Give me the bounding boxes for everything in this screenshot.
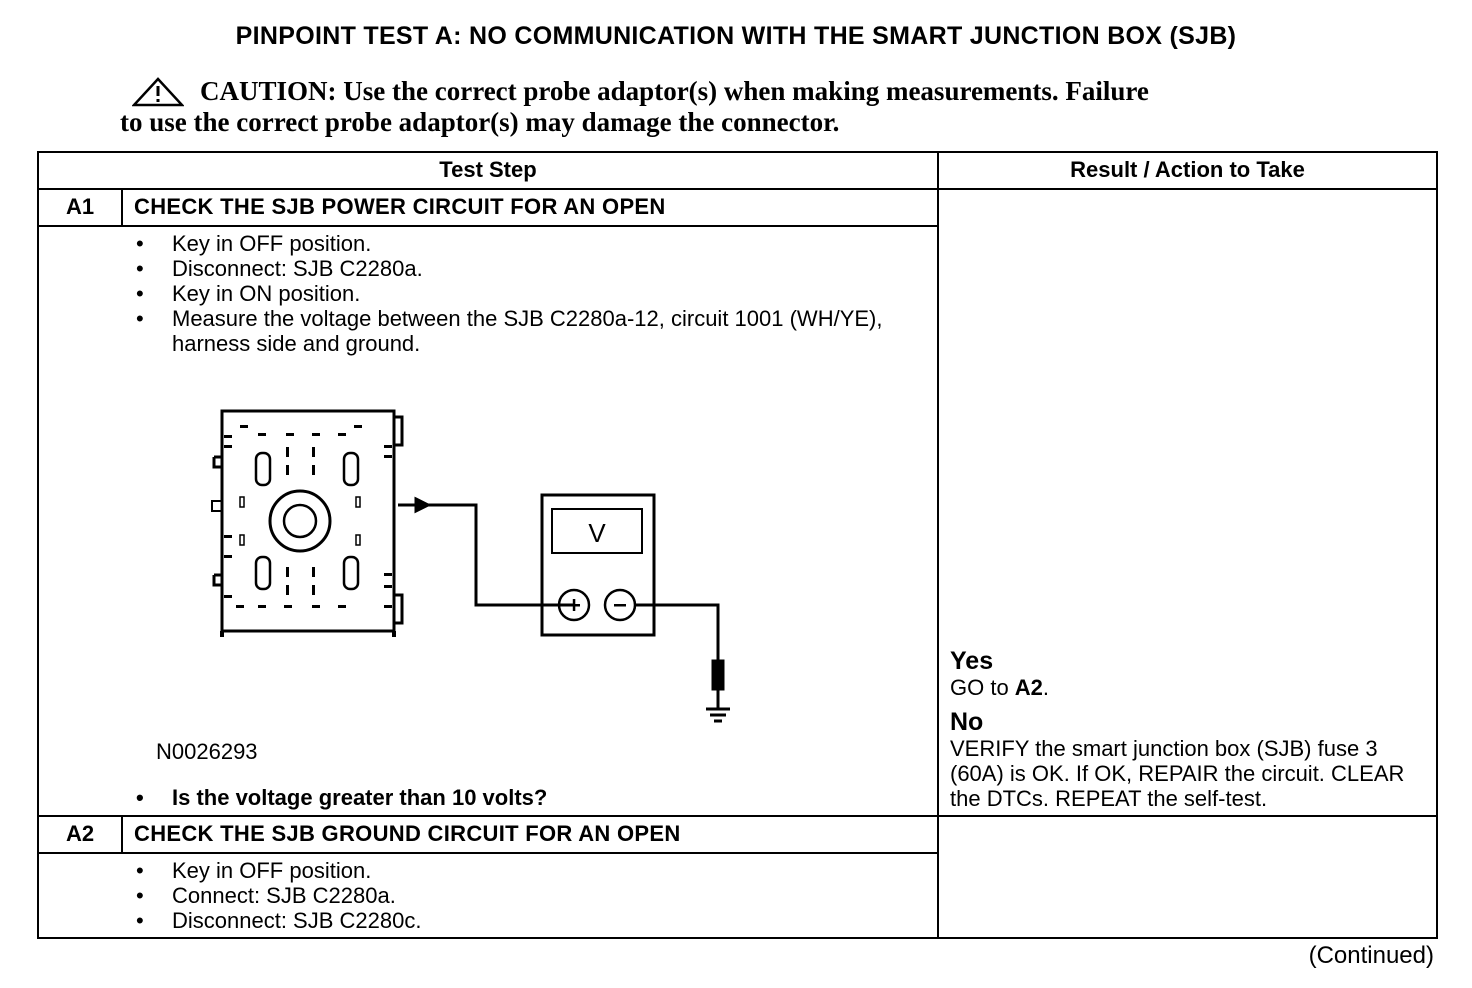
result-yes-label: Yes [950,647,994,675]
list-item: Disconnect: SJB C2280a. [136,256,916,281]
pinpoint-test-table: Test Step Result / Action to Take A1 CHE… [37,151,1438,939]
meter-label: V [588,518,606,548]
continued-label: (Continued) [1308,942,1434,969]
result-yes-action: GO to A2. [950,675,1050,700]
list-item: Key in OFF position. [136,231,916,256]
header-test-step: Test Step [439,157,537,182]
step-a2-instructions: Key in OFF position. Connect: SJB C2280a… [136,858,916,933]
result-no-action: VERIFY the smart junction box (SJB) fuse… [950,736,1405,811]
caution-line-1: CAUTION: Use the correct probe adaptor(s… [200,76,1149,106]
list-item: Key in OFF position. [136,858,916,883]
step-a1-instructions: Key in OFF position. Disconnect: SJB C22… [136,231,916,356]
step-a1-results: Yes GO to A2. No VERIFY the smart juncti… [950,647,1430,811]
list-item: Measure the voltage between the SJB C228… [136,306,916,356]
voltage-measurement-diagram: V [211,409,730,723]
figure-id-label: N0026293 [156,739,258,764]
page-title: PINPOINT TEST A: NO COMMUNICATION WITH T… [235,22,1237,50]
caution-notice: CAUTION: Use the correct probe adaptor(s… [120,76,1340,138]
caution-line-2: to use the correct probe adaptor(s) may … [120,107,840,137]
step-a1-id: A1 [65,194,95,219]
result-no-label: No [950,708,984,736]
list-item: Connect: SJB C2280a. [136,883,916,908]
list-item: Key in ON position. [136,281,916,306]
list-item: Disconnect: SJB C2280c. [136,908,916,933]
step-a2-title: CHECK THE SJB GROUND CIRCUIT FOR AN OPEN [134,821,681,846]
list-item: Is the voltage greater than 10 volts? [136,785,916,810]
step-a1-question: Is the voltage greater than 10 volts? [136,785,916,810]
goto-link-a2[interactable]: A2 [1014,675,1043,700]
step-a2-id: A2 [65,821,95,846]
step-a1-title: CHECK THE SJB POWER CIRCUIT FOR AN OPEN [134,194,666,219]
warning-triangle-icon [132,77,184,107]
header-result-action: Result / Action to Take [1070,157,1305,182]
